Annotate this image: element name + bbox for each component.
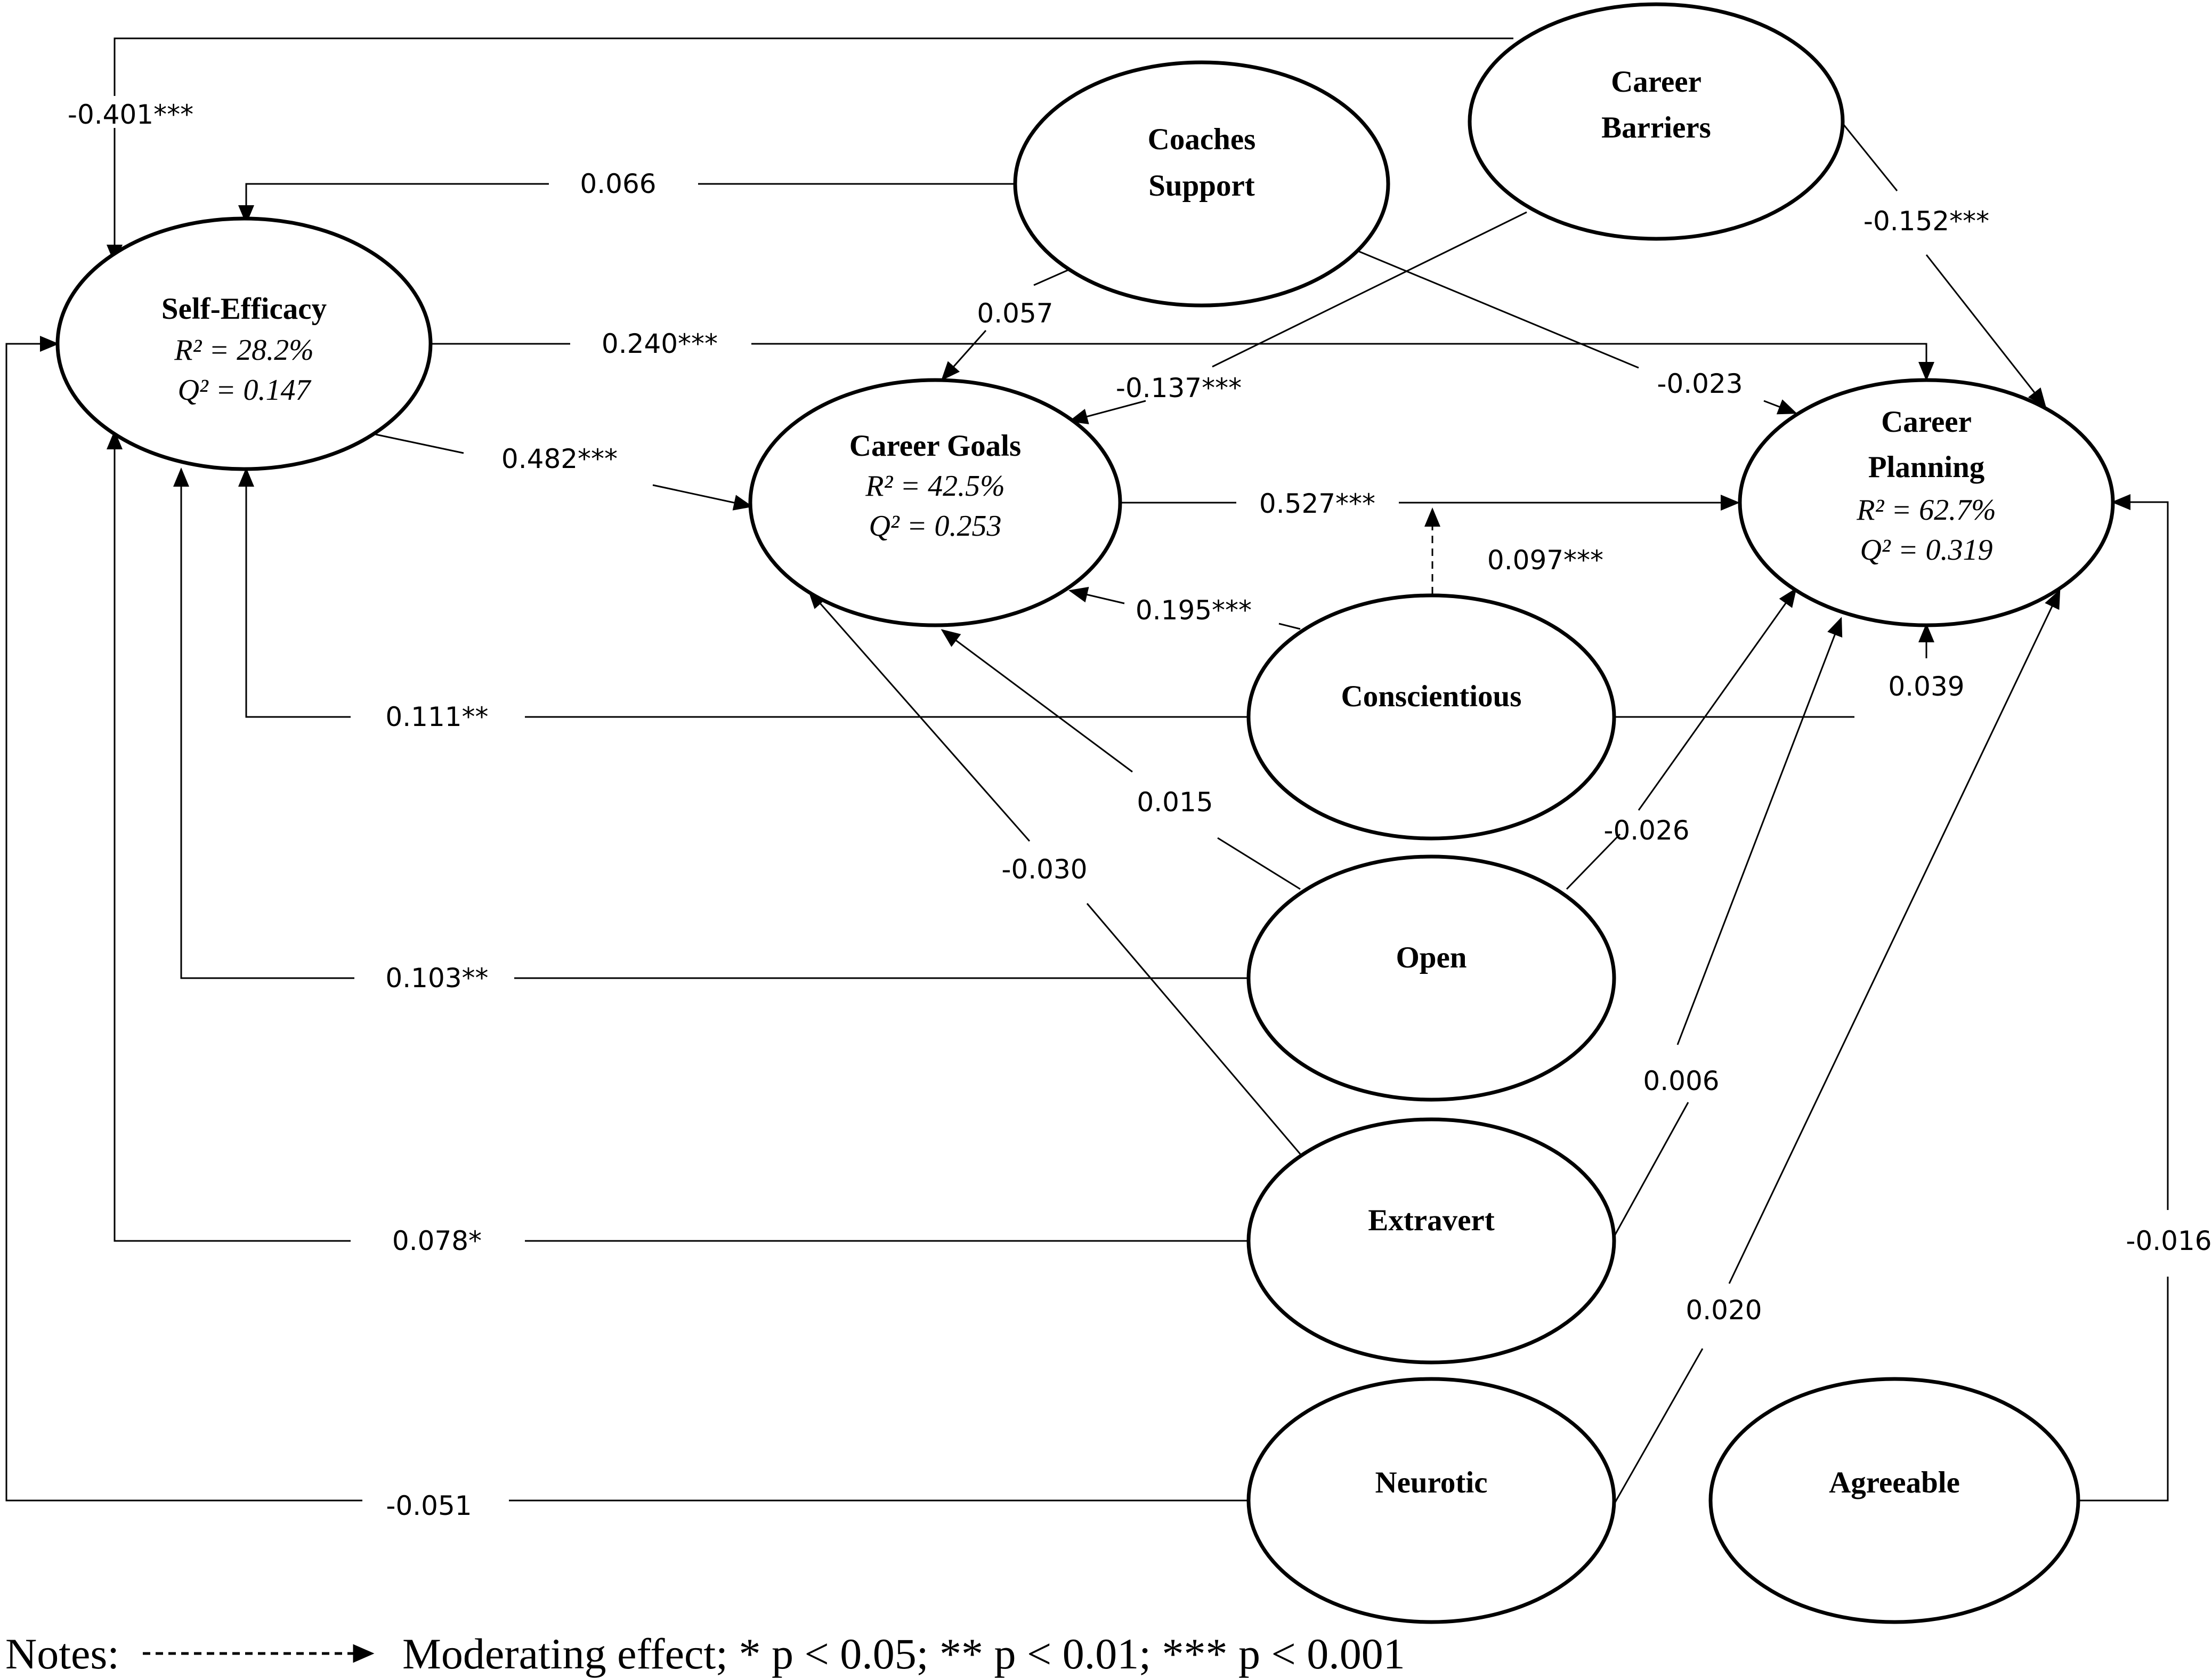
node-career-planning-r2: R² = 62.7% (1856, 494, 1996, 527)
coef-extravert-to-goals: -0.030 (1001, 854, 1087, 885)
edge-barriers-to-self-efficacy (115, 37, 1513, 262)
node-career-goals-r2: R² = 42.5% (865, 470, 1004, 503)
coef-neurotic-to-self-efficacy: -0.051 (386, 1490, 472, 1521)
node-career-goals-label: Career Goals (849, 429, 1021, 463)
edge-self-efficacy-to-planning (431, 343, 1926, 380)
coef-self-efficacy-to-planning: 0.240*** (602, 328, 718, 359)
edge-coaches-to-goals-a (1033, 268, 1071, 286)
coef-neurotic-to-planning: 0.020 (1686, 1295, 1762, 1326)
edge-conscientious-to-self-efficacy (246, 469, 1248, 718)
notes-legend: Notes: Moderating effect; * p < 0.05; **… (5, 1629, 1405, 1678)
edge-open-to-goals (942, 630, 1301, 890)
node-career-goals: Career Goals R² = 42.5% Q² = 0.253 (748, 378, 1122, 627)
notes-text: Moderating effect; * p < 0.05; ** p < 0.… (402, 1629, 1405, 1678)
coef-agreeable-to-planning: -0.016 (2126, 1225, 2211, 1256)
notes-prefix: Notes: (5, 1629, 119, 1678)
edge-neurotic-to-planning (1614, 591, 2060, 1504)
edge-barriers-to-planning-a (1840, 121, 1898, 191)
node-agreeable: Agreeable (1708, 1377, 2080, 1624)
node-coaches-support-label-1: Coaches (1148, 123, 1256, 156)
node-career-planning-label-2: Planning (1868, 450, 1985, 484)
node-open: Open (1246, 854, 1616, 1102)
node-coaches-support: Coaches Support (1013, 60, 1390, 308)
node-career-barriers-label-2: Barriers (1601, 111, 1711, 144)
node-career-planning-label-1: Career (1881, 405, 1972, 439)
edge-open-to-planning (1566, 589, 1796, 890)
coef-open-to-self-efficacy: 0.103** (385, 963, 488, 994)
edge-coaches-to-planning (1331, 239, 1796, 413)
coef-extravert-to-planning: 0.006 (1643, 1066, 1719, 1096)
node-agreeable-label: Agreeable (1829, 1466, 1960, 1499)
coef-barriers-to-goals: -0.137*** (1116, 373, 1242, 404)
edge-extravert-to-goals (809, 591, 1301, 1155)
node-career-barriers-label-1: Career (1611, 65, 1701, 99)
edge-open-to-self-efficacy (181, 469, 1248, 979)
node-self-efficacy-label: Self-Efficacy (161, 292, 327, 326)
node-neurotic-label: Neurotic (1375, 1466, 1487, 1499)
node-extravert-label: Extravert (1368, 1204, 1494, 1237)
node-open-label: Open (1396, 941, 1466, 974)
node-career-planning-q2: Q² = 0.319 (1860, 534, 1992, 567)
node-self-efficacy-r2: R² = 28.2% (174, 334, 313, 367)
node-coaches-support-label-2: Support (1148, 169, 1255, 203)
coef-barriers-to-planning: -0.152*** (1863, 206, 1989, 237)
node-self-efficacy-q2: Q² = 0.147 (177, 374, 311, 407)
coef-extravert-to-self-efficacy: 0.078* (392, 1225, 482, 1256)
edge-barriers-to-planning-b (1925, 254, 2046, 408)
coef-goals-to-planning: 0.527*** (1259, 488, 1375, 519)
node-conscientious: Conscientious (1246, 593, 1616, 841)
node-career-goals-q2: Q² = 0.253 (869, 510, 1001, 543)
coef-open-to-planning: -0.026 (1603, 815, 1689, 846)
path-arrows (5, 37, 2169, 1504)
coef-coaches-to-planning: -0.023 (1657, 368, 1743, 399)
edge-neurotic-to-self-efficacy (5, 344, 1248, 1502)
edge-barriers-to-goals (1070, 211, 1527, 421)
edge-extravert-to-self-efficacy (115, 432, 1248, 1242)
coef-coaches-to-self-efficacy: 0.066 (580, 168, 656, 199)
node-career-planning: Career Planning R² = 62.7% Q² = 0.319 (1738, 378, 2115, 627)
coef-conscientious-moderation: 0.097*** (1487, 545, 1603, 576)
coef-coaches-to-goals: 0.057 (977, 298, 1053, 329)
node-self-efficacy: Self-Efficacy R² = 28.2% Q² = 0.147 (55, 216, 433, 471)
coef-self-efficacy-to-goals: 0.482*** (501, 443, 618, 474)
coef-conscientious-to-goals: 0.195*** (1136, 595, 1252, 626)
edge-conscientious-to-goals (1070, 591, 1301, 630)
coef-open-to-goals: 0.015 (1137, 787, 1213, 818)
edge-coaches-to-self-efficacy (246, 183, 1015, 223)
path-coefficients: -0.401*** 0.066 -0.152*** 0.057 0.240***… (68, 99, 2212, 1521)
coef-barriers-to-self-efficacy: -0.401*** (68, 99, 193, 130)
node-neurotic: Neurotic (1246, 1377, 1616, 1624)
node-career-barriers: Career Barriers (1468, 2, 1845, 241)
coef-conscientious-to-self-efficacy: 0.111** (385, 701, 488, 732)
edge-extravert-to-planning (1614, 618, 1841, 1236)
coef-conscientious-to-planning: 0.039 (1888, 671, 1964, 702)
edge-agreeable-to-planning (2078, 502, 2169, 1502)
edge-self-efficacy-to-goals (375, 433, 751, 506)
node-extravert: Extravert (1246, 1117, 1616, 1365)
edge-coaches-to-goals-b (941, 330, 987, 381)
node-conscientious-label: Conscientious (1341, 680, 1522, 713)
